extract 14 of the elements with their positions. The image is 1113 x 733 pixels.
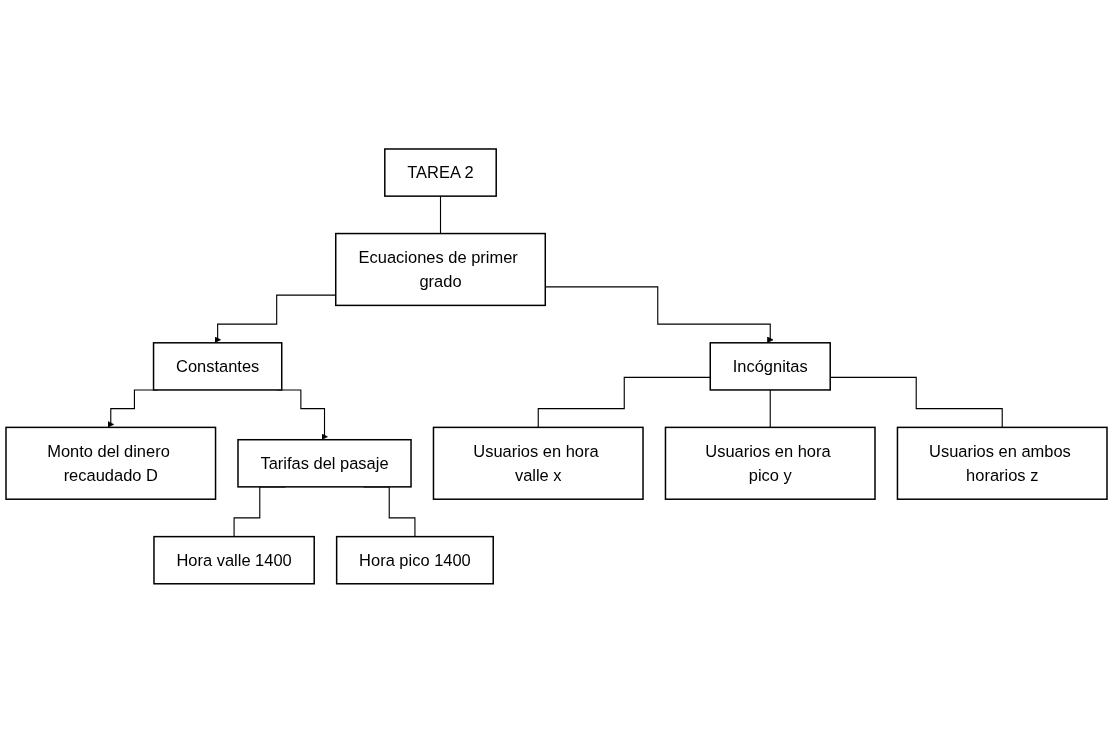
- connector: [439, 195, 442, 235]
- connector: [537, 376, 711, 429]
- node-box: Tarifas del pasaje: [237, 439, 412, 488]
- connector: [769, 389, 771, 429]
- node-box: TAREA 2: [384, 148, 497, 197]
- node-box: Monto del dinero recaudado D: [5, 426, 217, 501]
- node-box: Incógnitas: [709, 342, 831, 391]
- node-box: Ecuaciones de primer grado: [335, 232, 546, 307]
- node-box: Hora valle 1400: [153, 536, 315, 585]
- node-box: Constantes: [152, 342, 283, 391]
- node-box: Usuarios en hora valle x: [432, 426, 644, 501]
- node-box: Hora pico 1400: [335, 536, 494, 585]
- node-box: Usuarios en ambos horarios z: [896, 426, 1108, 501]
- node-box: Usuarios en hora pico y: [664, 426, 876, 501]
